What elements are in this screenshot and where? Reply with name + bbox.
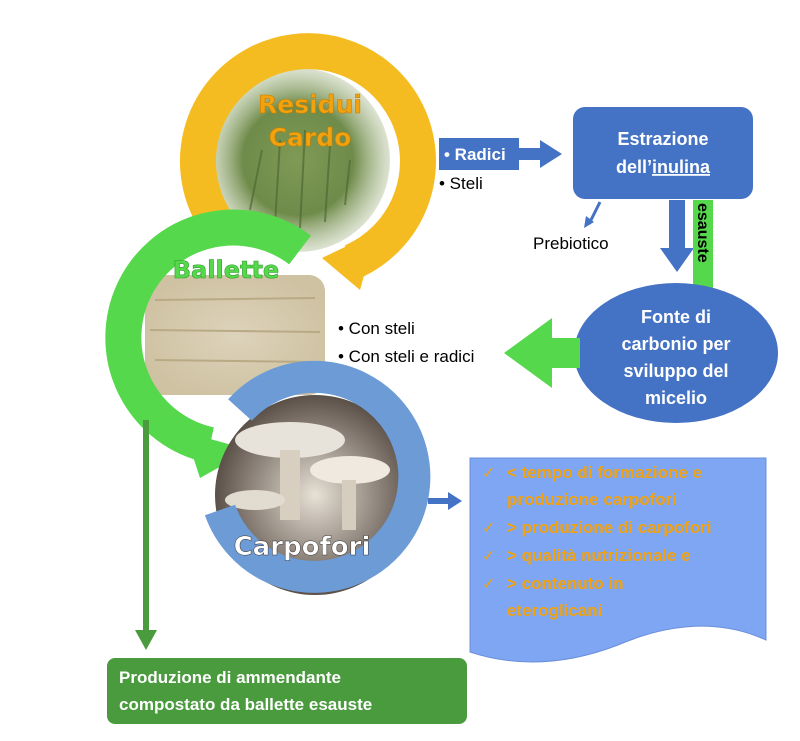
- fonte-line4: micelio: [645, 388, 707, 408]
- benefit-1-line2: produzione carpofori: [507, 490, 677, 509]
- ballette-texture: [149, 297, 321, 363]
- benefits-shape: [469, 457, 767, 663]
- fonte-ellipse: [574, 283, 778, 423]
- carpofori-title: Carpofori: [234, 532, 371, 562]
- benefits-box: ✓ < tempo di formazione e produzione car…: [469, 457, 767, 663]
- prebiotico-label: Prebiotico: [533, 234, 609, 253]
- produzione-line2: compostato da ballette esauste: [119, 695, 372, 714]
- produzione-node: Produzione di ammendante compostato da b…: [107, 658, 467, 724]
- fonte-carbonio-node: Fonte di carbonio per sviluppo del micel…: [574, 283, 778, 423]
- benefit-4-line2: eteroglicani: [507, 601, 602, 620]
- green-left-arrow: [504, 318, 580, 388]
- residui-title: Residui: [258, 90, 362, 119]
- green-cycle-arc: [105, 209, 311, 463]
- yellow-cycle-arc: [179, 33, 436, 279]
- radici-arrow: [519, 140, 562, 168]
- blue-cycle-arc: [204, 360, 431, 593]
- esauste-bar: [693, 200, 713, 288]
- fonte-line2: carbonio per: [621, 334, 730, 354]
- ballette-title: Ballette: [173, 256, 279, 284]
- benefit-4-line1: > contenuto in: [507, 574, 624, 593]
- steli-label: • Steli: [439, 174, 483, 193]
- cardo-foliage: [249, 129, 351, 229]
- check-icon: ✓: [482, 548, 495, 565]
- bullet-con-steli-radici: • Con steli e radici: [338, 347, 474, 366]
- green-arrow-head: [185, 432, 250, 478]
- produzione-box: [107, 658, 467, 724]
- bullet-con-steli: • Con steli: [338, 319, 415, 338]
- check-icon: ✓: [482, 576, 495, 593]
- cardo-title: Cardo: [269, 123, 352, 152]
- benefit-3: > qualità nutrizionale e: [507, 546, 691, 565]
- estrazione-node: Estrazione dell’inulina: [573, 107, 753, 199]
- radici-label: • Radici: [444, 145, 506, 164]
- estrazione-line1: Estrazione: [617, 129, 708, 149]
- mushroom-shapes: [225, 422, 390, 530]
- check-icon: ✓: [482, 465, 495, 482]
- estrazione-line2: dell’inulina: [616, 157, 711, 177]
- check-icon: ✓: [482, 520, 495, 537]
- ballette-photo: [145, 275, 325, 395]
- prebiotico-arrow-head: [584, 216, 594, 228]
- radici-steli-group: • Radici • Steli: [439, 138, 562, 193]
- yellow-arrow-head: [322, 232, 376, 290]
- fonte-line1: Fonte di: [641, 307, 711, 327]
- ballette-node: Ballette: [105, 209, 325, 478]
- benefit-1-line1: < tempo di formazione e: [507, 463, 702, 482]
- estrazione-to-fonte-arrow: [660, 200, 694, 272]
- residui-cardo-node: Residui Cardo: [179, 33, 436, 290]
- radici-box: [439, 138, 519, 170]
- estrazione-box: [573, 107, 753, 199]
- fonte-line3: sviluppo del: [623, 361, 728, 381]
- esauste-label: esauste: [694, 203, 711, 263]
- cardo-photo: [206, 68, 390, 252]
- benefit-2: > produzione di carpofori: [507, 518, 711, 537]
- carpofori-node: Carpofori: [204, 360, 431, 595]
- produzione-line1: Produzione di ammendante: [119, 668, 341, 687]
- ballette-to-produzione-arrow: [135, 420, 157, 650]
- carpofori-to-benefits-arrow: [428, 492, 462, 510]
